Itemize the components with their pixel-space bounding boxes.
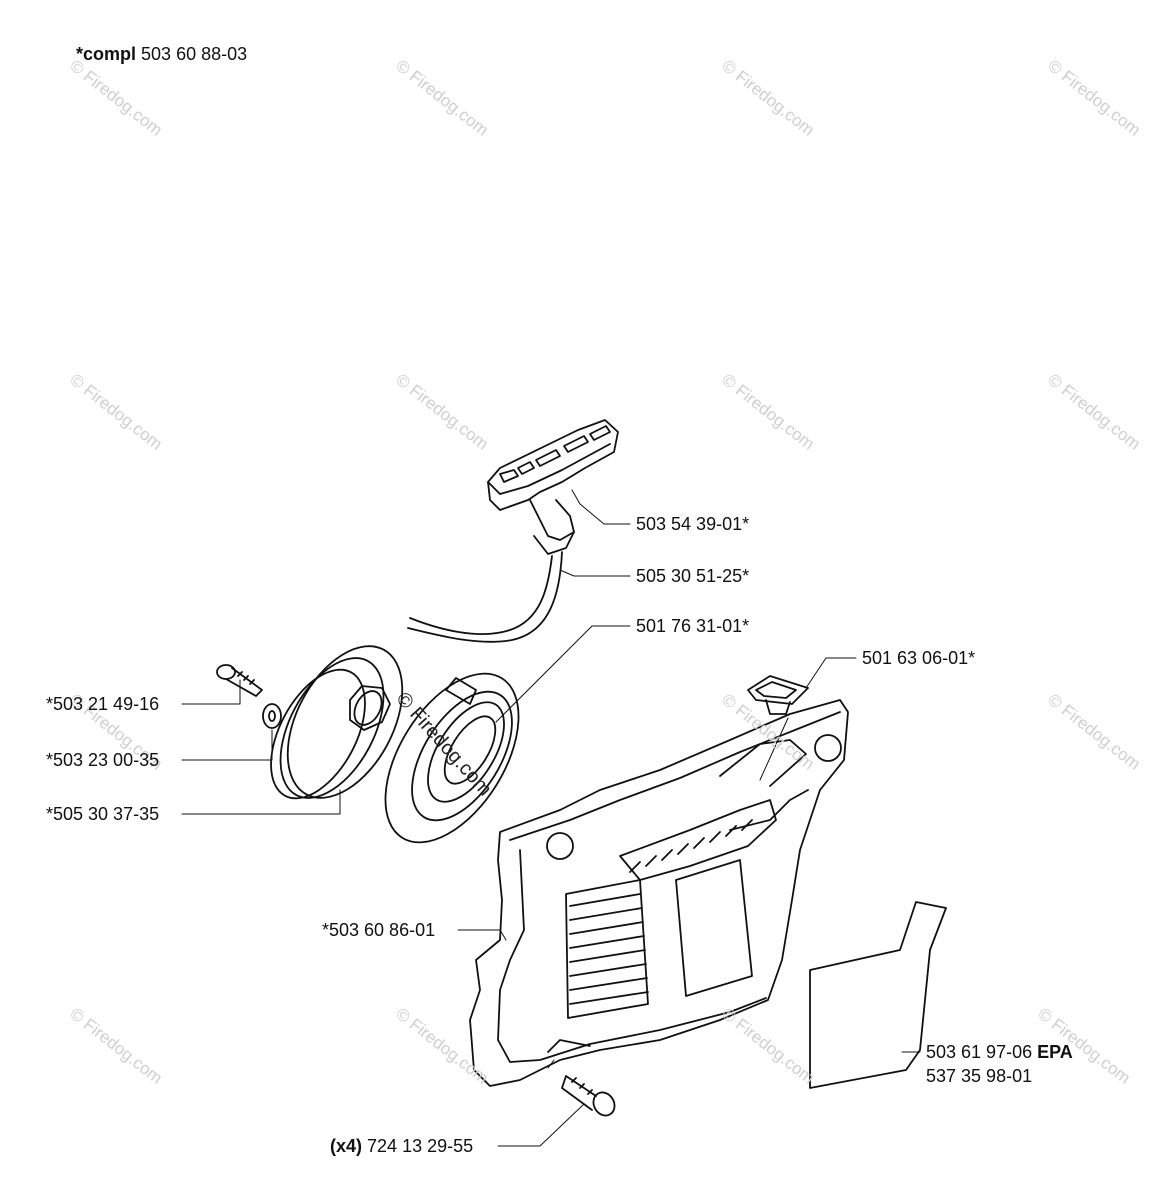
recoil-spring — [384, 672, 520, 844]
decal-epa: EPA — [1037, 1042, 1073, 1062]
pulley — [270, 645, 404, 800]
grommet — [747, 675, 809, 715]
label-rope: 505 30 51-25* — [636, 566, 750, 586]
label-bolt: (x4) 724 13 29-55 — [330, 1136, 473, 1156]
bolt-part-number: 724 13 29-55 — [367, 1136, 474, 1156]
label-spring: 501 76 31-01* — [636, 616, 750, 636]
assembly-header: *compl 503 60 88-03 — [76, 44, 247, 64]
bolt — [561, 1075, 616, 1117]
starter-handle — [487, 419, 619, 555]
leader-lines — [181, 489, 921, 1147]
decal — [809, 901, 947, 1089]
starter-cover — [469, 699, 849, 1087]
label-decal-2: 537 35 98-01 — [926, 1066, 1033, 1086]
label-pulley: *505 30 37-35 — [46, 804, 160, 824]
assembly-prefix: *compl — [76, 44, 137, 64]
decal-part-number: 503 61 97-06 — [926, 1042, 1033, 1062]
label-grommet: 501 63 06-01* — [862, 648, 976, 668]
assembly-part-number: 503 60 88-03 — [141, 44, 248, 64]
small-screw — [216, 664, 263, 697]
label-decal: 503 61 97-06 EPA — [926, 1042, 1073, 1062]
label-screw-small: *503 21 49-16 — [46, 694, 160, 714]
label-washer: *503 23 00-35 — [46, 750, 160, 770]
label-cover: *503 60 86-01 — [322, 920, 436, 940]
bolt-quantity: (x4) — [330, 1136, 363, 1156]
label-handle: 503 54 39-01* — [636, 514, 750, 534]
washer — [262, 703, 282, 729]
starter-rope — [409, 555, 553, 635]
